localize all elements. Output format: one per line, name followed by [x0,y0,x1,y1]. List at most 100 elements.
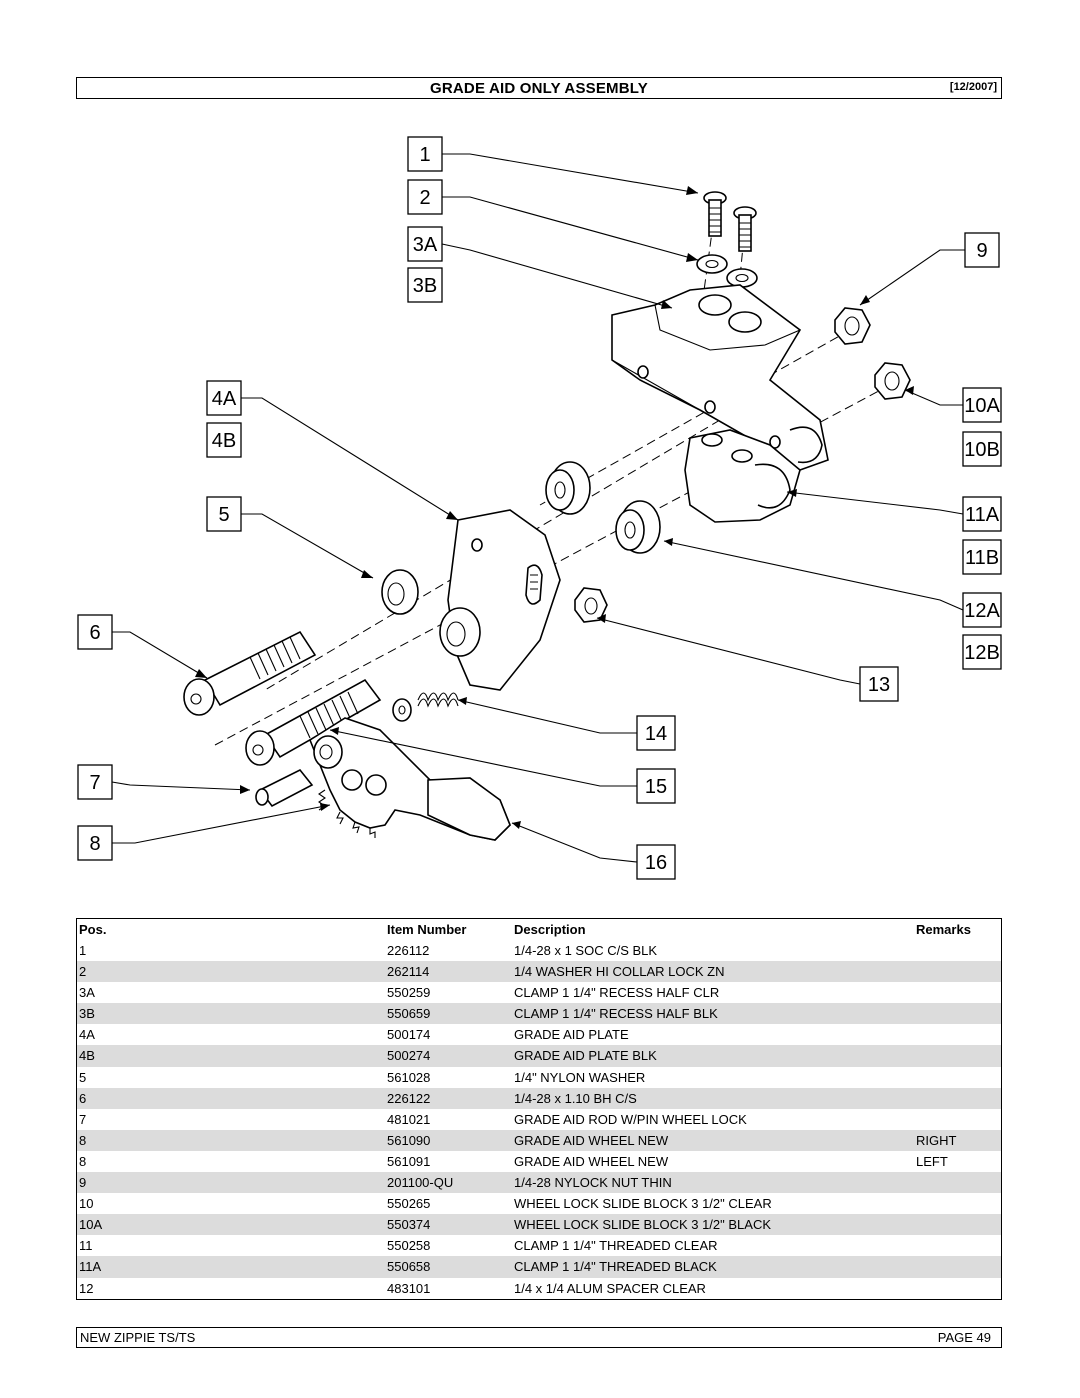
cell-description: GRADE AID PLATE [514,1027,629,1043]
svg-text:15: 15 [645,776,667,798]
table-row: 4B 500274 GRADE AID PLATE BLK [77,1045,1001,1067]
cell-pos: 3B [79,1006,95,1022]
cell-pos: 11A [79,1259,102,1275]
cell-item-number: 226112 [387,943,430,958]
cell-item-number: 500174 [387,1027,431,1043]
callout-12a: 12A [962,592,1002,628]
revision-date: [12/2007] [949,81,997,93]
spring-part [392,692,459,722]
cell-item-number: 550658 [387,1259,431,1275]
svg-text:11A: 11A [965,504,1000,526]
callout-14: 14 [636,715,676,751]
cell-description: CLAMP 1 1/4" RECESS HALF BLK [514,1006,718,1022]
cell-description: 1/4-28 x 1 SOC C/S BLK [514,943,658,958]
svg-text:3B: 3B [413,275,437,297]
slide-block-clamp-part [611,284,829,471]
svg-text:6: 6 [89,622,100,644]
threaded-clamp-part [684,429,801,523]
callout-8: 8 [77,825,113,861]
svg-text:14: 14 [645,723,667,745]
svg-text:2: 2 [419,187,430,209]
button-head-bolt-part [183,630,317,716]
alum-spacer-part [545,461,661,554]
callout-16: 16 [636,844,676,880]
slide-block-nut-part [874,362,911,400]
axis-line-lower [264,419,721,691]
table-row: 1 226112 1/4-28 x 1 SOC C/S BLK [77,940,1001,961]
callout-11b: 11B [962,539,1002,575]
callout-12b: 12B [962,634,1002,670]
table-row: 10 550265 WHEEL LOCK SLIDE BLOCK 3 1/2" CL… [77,1193,1001,1214]
callout-13: 13 [859,666,899,702]
cell-item-number: 550374 [387,1217,431,1233]
cell-item-number: 500274 [387,1048,431,1064]
cell-description: GRADE AID WHEEL NEW [514,1132,669,1148]
callout-4a: 4A [206,380,242,416]
svg-text:7: 7 [89,772,100,794]
svg-text:1: 1 [419,144,430,166]
cell-remarks: RIGHT [916,1132,957,1148]
svg-text:12B: 12B [964,642,1000,664]
cell-item-number: 561090 [387,1132,431,1148]
callout-10b: 10B [962,431,1002,467]
svg-text:3A: 3A [413,234,438,256]
cell-pos: 10A [79,1217,103,1233]
cell-pos: 10 [79,1196,94,1212]
cell-description: 1/4" NYLON WASHER [514,1069,646,1085]
table-header-row: Pos. Item Number Description Remarks [77,919,1001,940]
grade-aid-rod-part [245,678,382,766]
cell-description: 1/4 WASHER HI COLLAR LOCK ZN [514,964,725,980]
callout-7: 7 [77,764,113,800]
table-row: 10A 550374 WHEEL LOCK SLIDE BLOCK 3 1/2" B… [77,1214,1001,1236]
svg-text:16: 16 [645,852,667,874]
cell-description: WHEEL LOCK SLIDE BLOCK 3 1/2" BLACK [514,1217,772,1233]
cell-description: CLAMP 1 1/4" THREADED CLEAR [514,1238,718,1254]
cell-description: WHEEL LOCK SLIDE BLOCK 3 1/2" CLEAR [514,1196,772,1212]
footer-product-name: NEW ZIPPIE TS/TS [80,1330,196,1345]
hex-nut-part [574,587,608,623]
cell-remarks: LEFT [916,1153,948,1169]
table-row: 9 201100-QU 1/4-28 NYLOCK NUT THIN [77,1172,1001,1194]
exploded-assembly-diagram: 1 2 3A 3B 4A 4B 5 6 7 8 9 10A [0,100,1080,912]
col-header-description: Description [514,922,586,937]
svg-text:9: 9 [976,240,987,262]
cell-description: 1/4-28 x 1.10 BH C/S [514,1090,637,1106]
header-bar: GRADE AID ONLY ASSEMBLY [12/2007] [76,77,1002,99]
svg-text:10B: 10B [964,439,1000,461]
cell-pos: 2 [79,964,87,980]
cell-item-number: 226122 [387,1090,431,1106]
svg-text:11B: 11B [965,547,999,569]
cell-description: 1/4-28 NYLOCK NUT THIN [514,1175,672,1191]
svg-text:5: 5 [218,504,229,526]
cell-item-number: 201100-QU [387,1175,454,1191]
plate-bushing-part [439,607,481,657]
cell-item-number: 550265 [387,1196,431,1212]
leader-arrowheads [195,186,914,829]
table-row: 3B 550659 CLAMP 1 1/4" RECESS HALF BLK [77,1003,1001,1025]
callout-1: 1 [407,136,443,172]
cell-pos: 1 [79,943,87,958]
cell-pos: 8 [79,1153,87,1169]
cell-item-number: 550259 [387,985,431,1001]
cell-pos: 5 [79,1069,87,1085]
col-header-pos: Pos. [79,922,107,937]
cell-description: GRADE AID PLATE BLK [514,1048,657,1064]
cell-item-number: 481021 [387,1111,431,1127]
cell-pos: 4B [79,1048,95,1064]
nylon-washer-part [381,569,419,615]
cell-pos: 9 [79,1175,87,1191]
grade-aid-wheel-part [255,717,511,841]
lock-washer-part [696,254,758,288]
cell-pos: 12 [79,1280,94,1296]
socket-screw-part [703,191,757,252]
cell-item-number: 550659 [387,1006,431,1022]
